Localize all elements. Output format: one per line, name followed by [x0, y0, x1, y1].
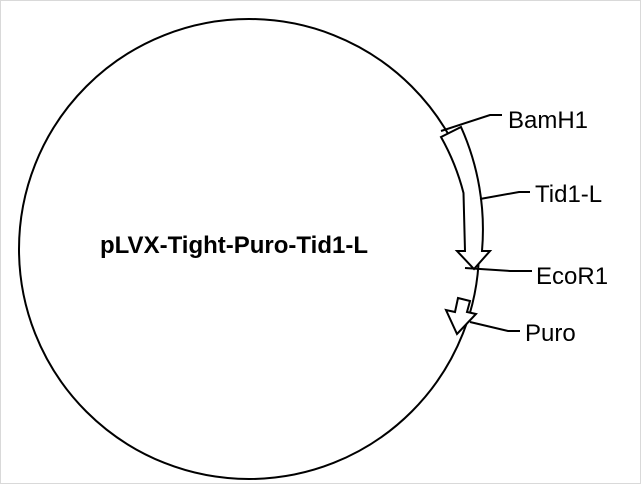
plasmid-name: pLVX-Tight-Puro-Tid1-L: [100, 232, 368, 259]
ecor1-leader-line: [464, 267, 532, 272]
puro-leader-line: [469, 321, 520, 332]
puro-label: Puro: [525, 320, 576, 347]
bamh1-label: BamH1: [508, 107, 588, 134]
tid1l-insert-arrow: [439, 125, 493, 271]
tid1l-label: Tid1-L: [535, 181, 602, 208]
puro-marker-arrow: [444, 296, 478, 336]
ecor1-label: EcoR1: [536, 263, 608, 290]
bamh1-leader-line: [440, 114, 502, 132]
tid1l-leader-line: [479, 191, 530, 200]
